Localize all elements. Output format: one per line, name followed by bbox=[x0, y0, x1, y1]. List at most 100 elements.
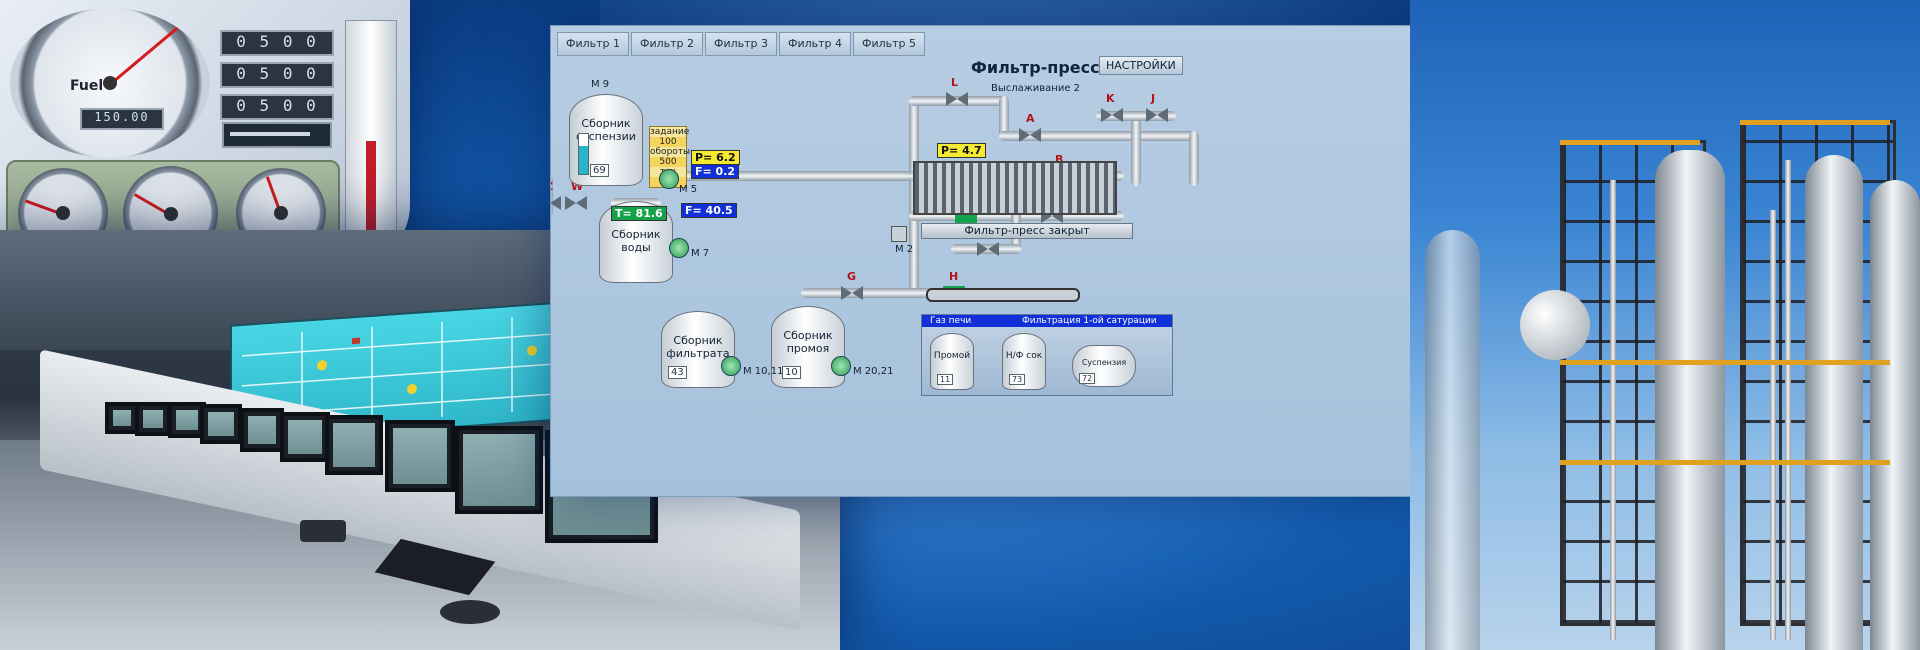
pipe bbox=[1131, 111, 1141, 186]
filter-press[interactable] bbox=[913, 161, 1117, 215]
gauge-hub bbox=[103, 76, 117, 90]
temperature-tag: T= 81.6 bbox=[611, 206, 667, 221]
gauges-collage: Fuel 150.00 0 5 0 0 0 5 0 0 0 5 0 0 bbox=[0, 0, 410, 265]
valve-g[interactable] bbox=[841, 286, 863, 300]
valve-a[interactable] bbox=[1019, 128, 1041, 142]
filtration-panel-header: Газ печи Фильтрация 1-ой сатурации bbox=[922, 315, 1172, 327]
setpoint-line: 100 bbox=[650, 137, 686, 147]
tank-label: Н/Ф сок bbox=[1005, 351, 1043, 361]
distillation-column bbox=[1870, 180, 1920, 650]
valve-w[interactable] bbox=[565, 196, 587, 210]
valve-j-label: J bbox=[1151, 92, 1156, 105]
tab-filter-3[interactable]: Фильтр 3 bbox=[705, 32, 777, 56]
distillation-column bbox=[1805, 155, 1863, 650]
pipe bbox=[1610, 180, 1616, 640]
valve-d[interactable] bbox=[977, 242, 999, 256]
tank-value: 73 bbox=[1009, 374, 1026, 385]
pipe bbox=[1096, 111, 1176, 121]
railing bbox=[1740, 120, 1890, 125]
page-title: Фильтр-пресс 1 bbox=[971, 58, 1117, 77]
distillation-column bbox=[1655, 150, 1725, 650]
tank-label: Суспензия bbox=[1081, 358, 1127, 367]
valve-h-label: H bbox=[949, 270, 959, 283]
monitor bbox=[325, 415, 383, 475]
pressure-tag: P= 6.2 bbox=[691, 150, 740, 165]
tab-filter-1[interactable]: Фильтр 1 bbox=[557, 32, 629, 56]
tank-label: Сборник суспензии bbox=[576, 117, 636, 143]
valve-c[interactable] bbox=[1041, 209, 1063, 223]
motor-label: М 9 bbox=[591, 79, 610, 90]
mouse-pad bbox=[440, 600, 500, 624]
odometer-display-2: 0 5 0 0 bbox=[220, 62, 334, 88]
refinery-photo bbox=[1410, 0, 1920, 650]
vertical-thermometer bbox=[345, 20, 397, 252]
gauge-hub bbox=[274, 206, 288, 220]
monitor bbox=[455, 426, 543, 514]
valve-l-label: L bbox=[951, 76, 959, 89]
tank-label: Сборник воды bbox=[611, 228, 661, 254]
valve-z-label: Z bbox=[551, 180, 553, 193]
fuel-label: Fuel bbox=[70, 78, 104, 94]
tank-label: Сборник промоя bbox=[783, 329, 833, 355]
pump-m5[interactable] bbox=[659, 169, 679, 189]
motor-label: М 20,21 bbox=[853, 366, 894, 377]
mini-tank[interactable]: Суспензия 72 bbox=[1072, 345, 1136, 387]
monitor bbox=[385, 420, 455, 492]
tab-filter-5[interactable]: Фильтр 5 bbox=[853, 32, 925, 56]
conveyor bbox=[926, 288, 1080, 302]
level-fill bbox=[579, 146, 588, 174]
valve-l[interactable] bbox=[946, 92, 968, 106]
setpoint-line: 500 bbox=[650, 157, 686, 167]
railing bbox=[1560, 460, 1890, 465]
level-bar bbox=[578, 133, 589, 175]
settings-button[interactable]: НАСТРОЙКИ bbox=[1099, 56, 1183, 75]
tank-value: 10 bbox=[782, 366, 801, 379]
pump-m20-21[interactable] bbox=[831, 356, 851, 376]
tank-suspension[interactable]: Сборник суспензии 69 bbox=[569, 94, 643, 186]
panel-header-right: Фильтрация 1-ой сатурации bbox=[1022, 316, 1157, 326]
desk-phone bbox=[300, 520, 346, 542]
scada-screen: Фильтр 1 Фильтр 2 Фильтр 3 Фильтр 4 Филь… bbox=[550, 25, 1432, 497]
valve-k[interactable] bbox=[1101, 108, 1123, 122]
motor-label: М 10,11 bbox=[743, 366, 784, 377]
tab-filter-2[interactable]: Фильтр 2 bbox=[631, 32, 703, 56]
pipe bbox=[1189, 131, 1199, 186]
pump-m10-11[interactable] bbox=[721, 356, 741, 376]
gauge-needle bbox=[109, 26, 179, 86]
bar-indicator-fill bbox=[230, 132, 310, 136]
valve-j[interactable] bbox=[1146, 108, 1168, 122]
valve-z[interactable] bbox=[551, 196, 561, 210]
trip-display: 0 5 0 0 bbox=[220, 94, 334, 120]
thermometer-level bbox=[366, 141, 376, 231]
odometer-display: 0 5 0 0 bbox=[220, 30, 334, 56]
panel-header-left: Газ печи bbox=[930, 316, 972, 326]
monitor bbox=[105, 402, 139, 434]
spherical-tank bbox=[1520, 290, 1590, 360]
tank-label: Промой bbox=[933, 351, 971, 361]
tank-wash[interactable]: Сборник промоя 10 bbox=[771, 306, 845, 388]
tank-value: 11 bbox=[937, 374, 954, 385]
press-status: Фильтр-пресс закрыт bbox=[921, 223, 1133, 239]
flow-tag: F= 0.2 bbox=[691, 164, 740, 179]
gauge-hub bbox=[56, 206, 70, 220]
railing bbox=[1560, 140, 1700, 145]
tank-filtrate[interactable]: Сборник фильтрата 43 bbox=[661, 311, 735, 388]
flow-tag: F= 40.5 bbox=[681, 203, 737, 218]
motor-label: М 7 bbox=[691, 248, 710, 259]
tank-value: 72 bbox=[1079, 373, 1096, 384]
pipe bbox=[999, 131, 1199, 141]
valve-a-label: A bbox=[1026, 112, 1035, 125]
fuel-gauge: Fuel 150.00 bbox=[10, 8, 210, 158]
monitor bbox=[280, 412, 330, 462]
bar-indicator bbox=[222, 122, 332, 148]
motor-box[interactable] bbox=[891, 226, 907, 242]
mini-tank[interactable]: Н/Ф сок 73 bbox=[1002, 333, 1046, 390]
filtration-panel: Газ печи Фильтрация 1-ой сатурации Промо… bbox=[921, 314, 1173, 396]
distillation-column bbox=[1425, 230, 1480, 650]
tab-filter-4[interactable]: Фильтр 4 bbox=[779, 32, 851, 56]
mini-tank[interactable]: Промой 11 bbox=[930, 333, 974, 390]
pump-m7[interactable] bbox=[669, 238, 689, 258]
monitor bbox=[240, 408, 284, 452]
pipe bbox=[661, 171, 921, 181]
valve-g-label: G bbox=[847, 270, 857, 283]
